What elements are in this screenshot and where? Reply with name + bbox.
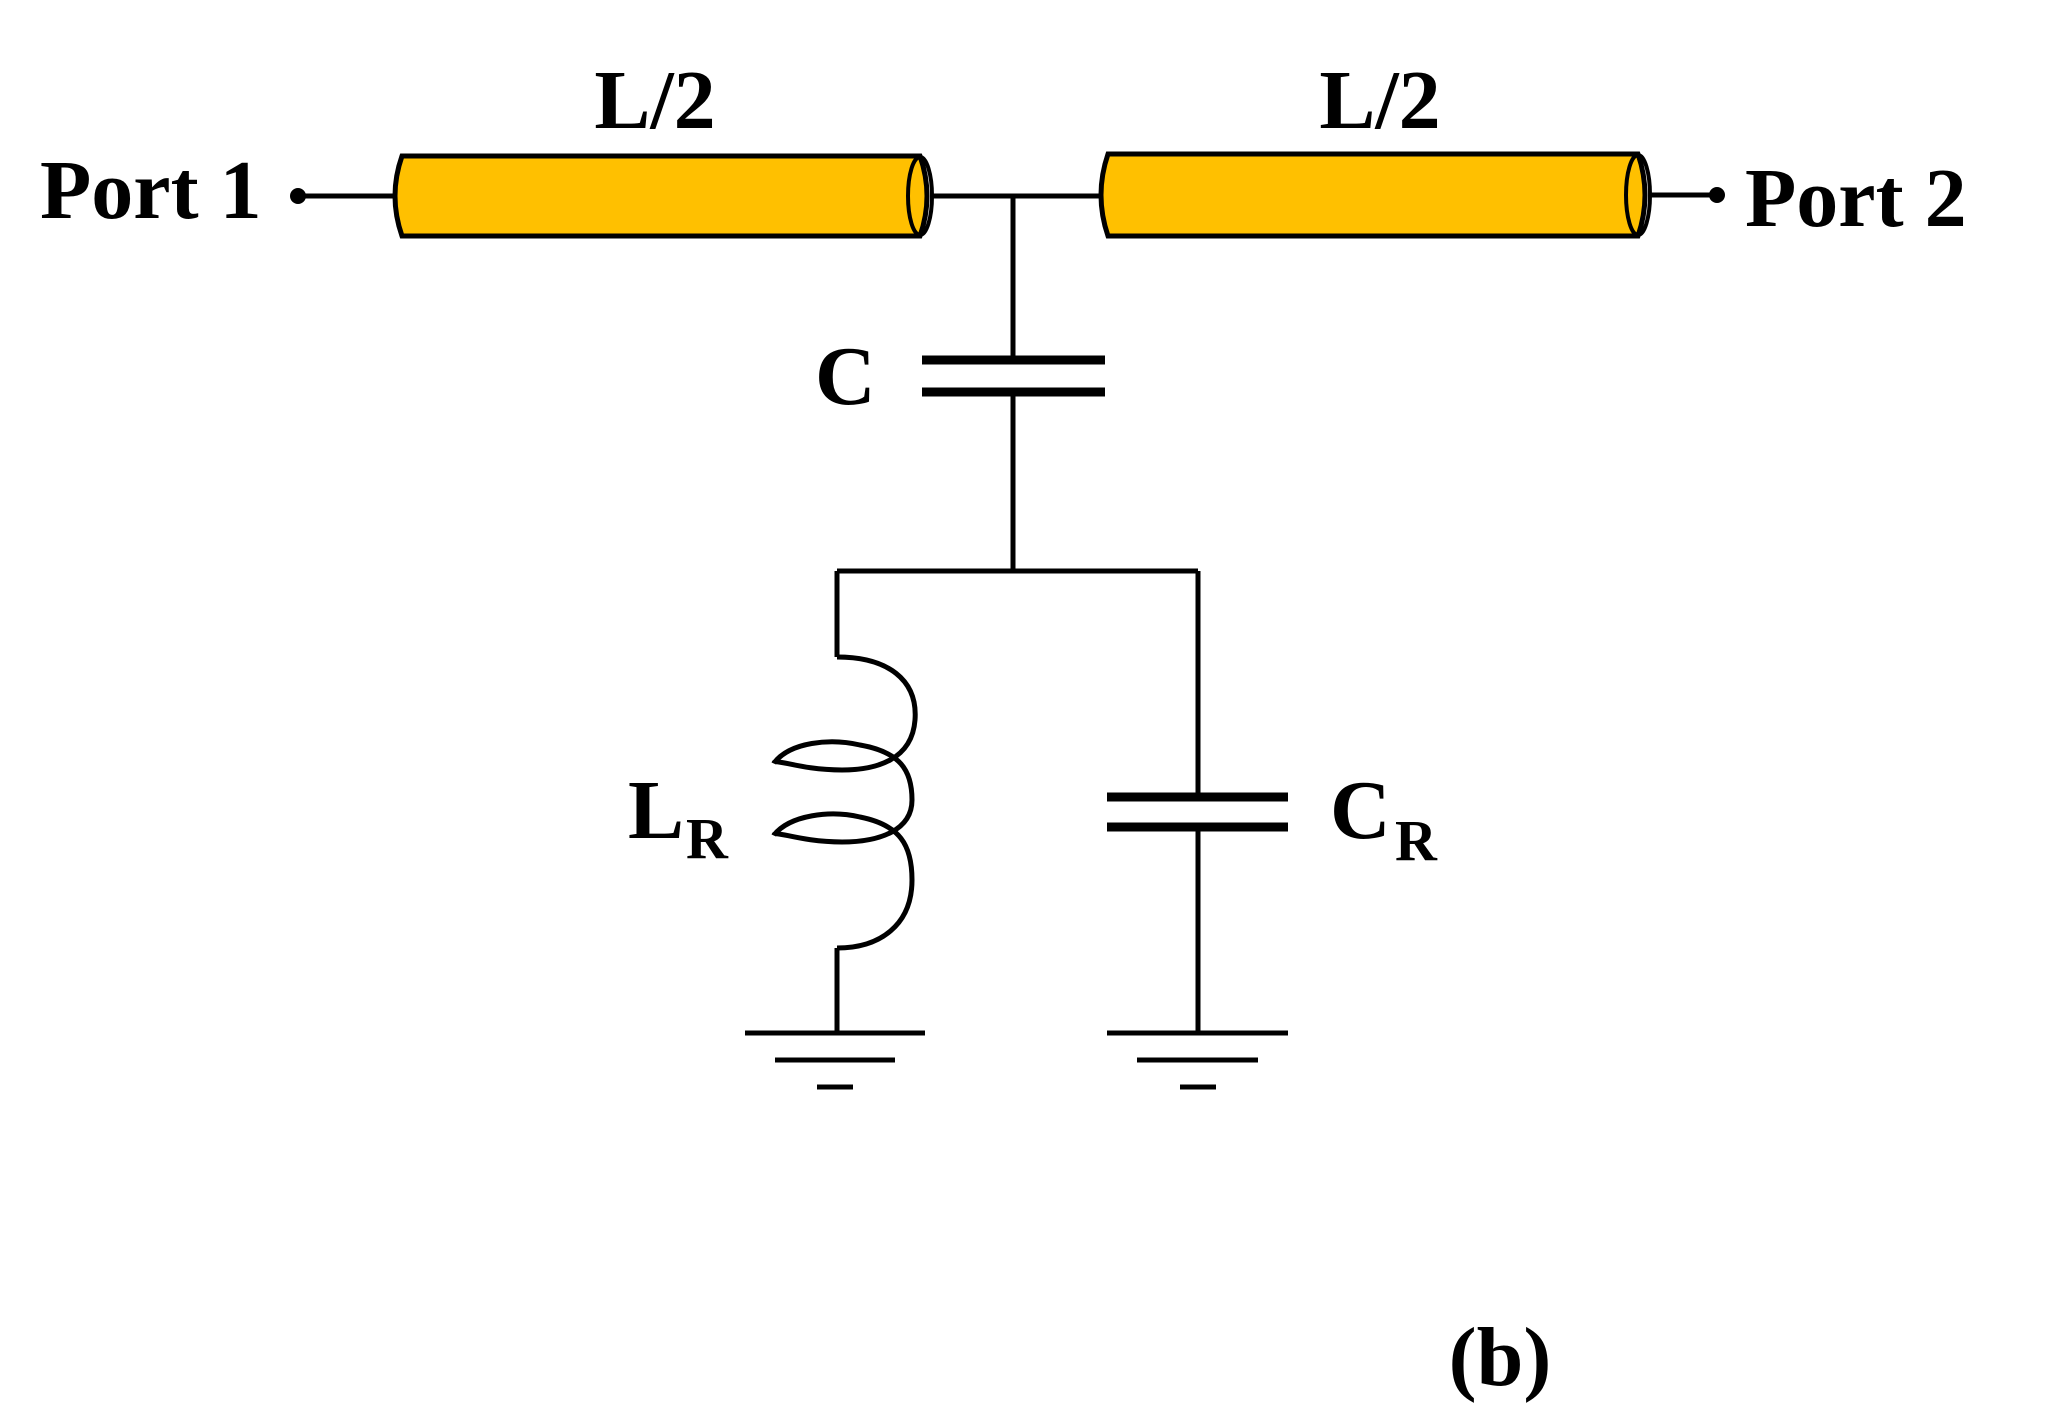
tline-left-label: L/2 [594,54,715,147]
shunt-capacitor-label-subscript: R [1395,808,1438,873]
series-capacitor [922,355,1105,397]
tline-left-body [392,153,930,239]
port2-label: Port 2 [1745,152,1967,245]
ground-left [745,1030,925,1090]
ground-right [1107,1030,1288,1090]
inductor-label-subscript: R [686,806,729,871]
series-capacitor-label: C [815,330,876,423]
inductor-coil [771,654,918,951]
tline-left [392,153,934,239]
shunt-capacitor-label: C [1330,764,1391,857]
shunt-capacitor [1107,792,1288,832]
port1-label: Port 1 [40,144,262,237]
tline-right [1098,151,1652,239]
inductor-label: L [628,764,684,857]
panel-label: (b) [1449,1311,1552,1404]
tline-right-body [1098,151,1648,239]
tline-right-label: L/2 [1319,54,1440,147]
port2-terminal [1709,187,1725,203]
